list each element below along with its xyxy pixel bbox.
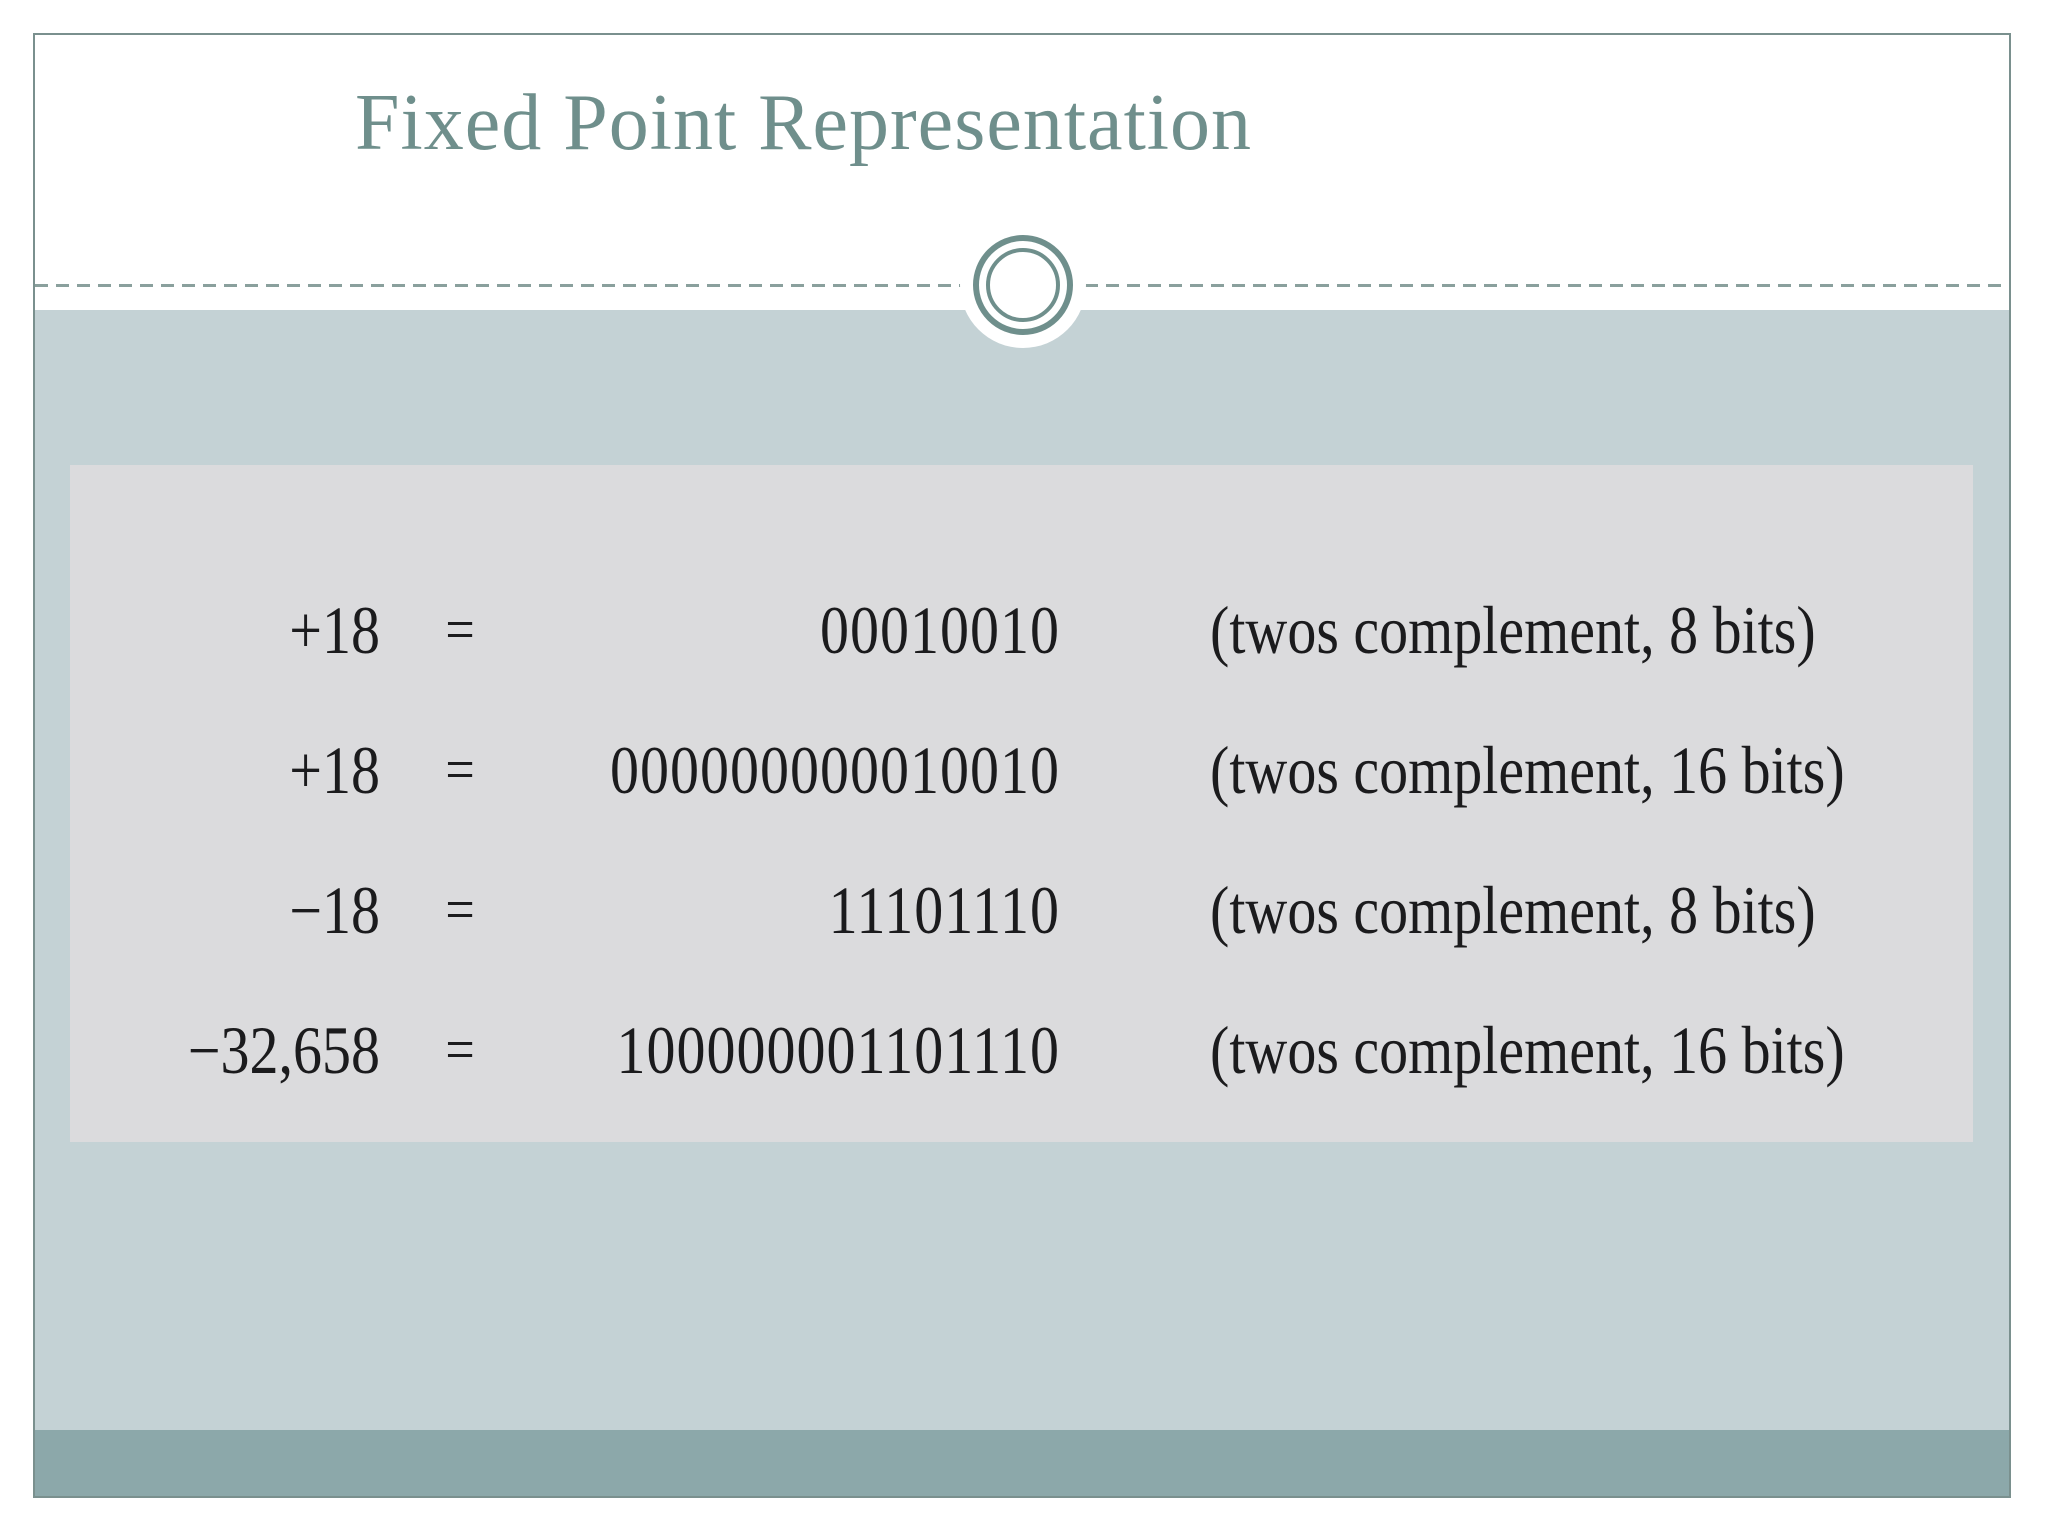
slide-title: Fixed Point Representation <box>355 79 1253 167</box>
binary-value: 000000000010010 <box>610 732 1060 808</box>
representation-note: (twos complement, 8 bits) <box>1210 592 1816 668</box>
binary-value: 00010010 <box>820 592 1060 668</box>
decimal-value: −32,658 <box>187 1012 380 1088</box>
slide-frame: Fixed Point Representation +18 = 0001001… <box>33 33 2011 1498</box>
fixed-point-figure-panel: +18 = 00010010 (twos complement, 8 bits)… <box>70 465 1973 1142</box>
divider-circle-ornament <box>960 222 1086 348</box>
binary-value: 100000001101110 <box>616 1012 1060 1088</box>
figure-row: +18 = 000000000010010 (twos complement, … <box>70 689 1973 851</box>
equals-sign: = <box>445 1016 475 1084</box>
binary-value: 11101110 <box>828 872 1060 948</box>
representation-note: (twos complement, 16 bits) <box>1210 1012 1845 1088</box>
representation-note: (twos complement, 16 bits) <box>1210 732 1845 808</box>
figure-row: +18 = 00010010 (twos complement, 8 bits) <box>70 549 1973 711</box>
decimal-value: +18 <box>289 732 380 808</box>
footer-band <box>35 1430 2009 1496</box>
figure-row: −18 = 11101110 (twos complement, 8 bits) <box>70 829 1973 991</box>
equals-sign: = <box>445 736 475 804</box>
equals-sign: = <box>445 596 475 664</box>
circle-ring-outer-icon <box>973 235 1073 335</box>
decimal-value: +18 <box>289 592 380 668</box>
equals-sign: = <box>445 876 475 944</box>
representation-note: (twos complement, 8 bits) <box>1210 872 1816 948</box>
decimal-value: −18 <box>289 872 380 948</box>
figure-row: −32,658 = 100000001101110 (twos compleme… <box>70 969 1973 1131</box>
circle-ring-inner-icon <box>986 248 1060 322</box>
